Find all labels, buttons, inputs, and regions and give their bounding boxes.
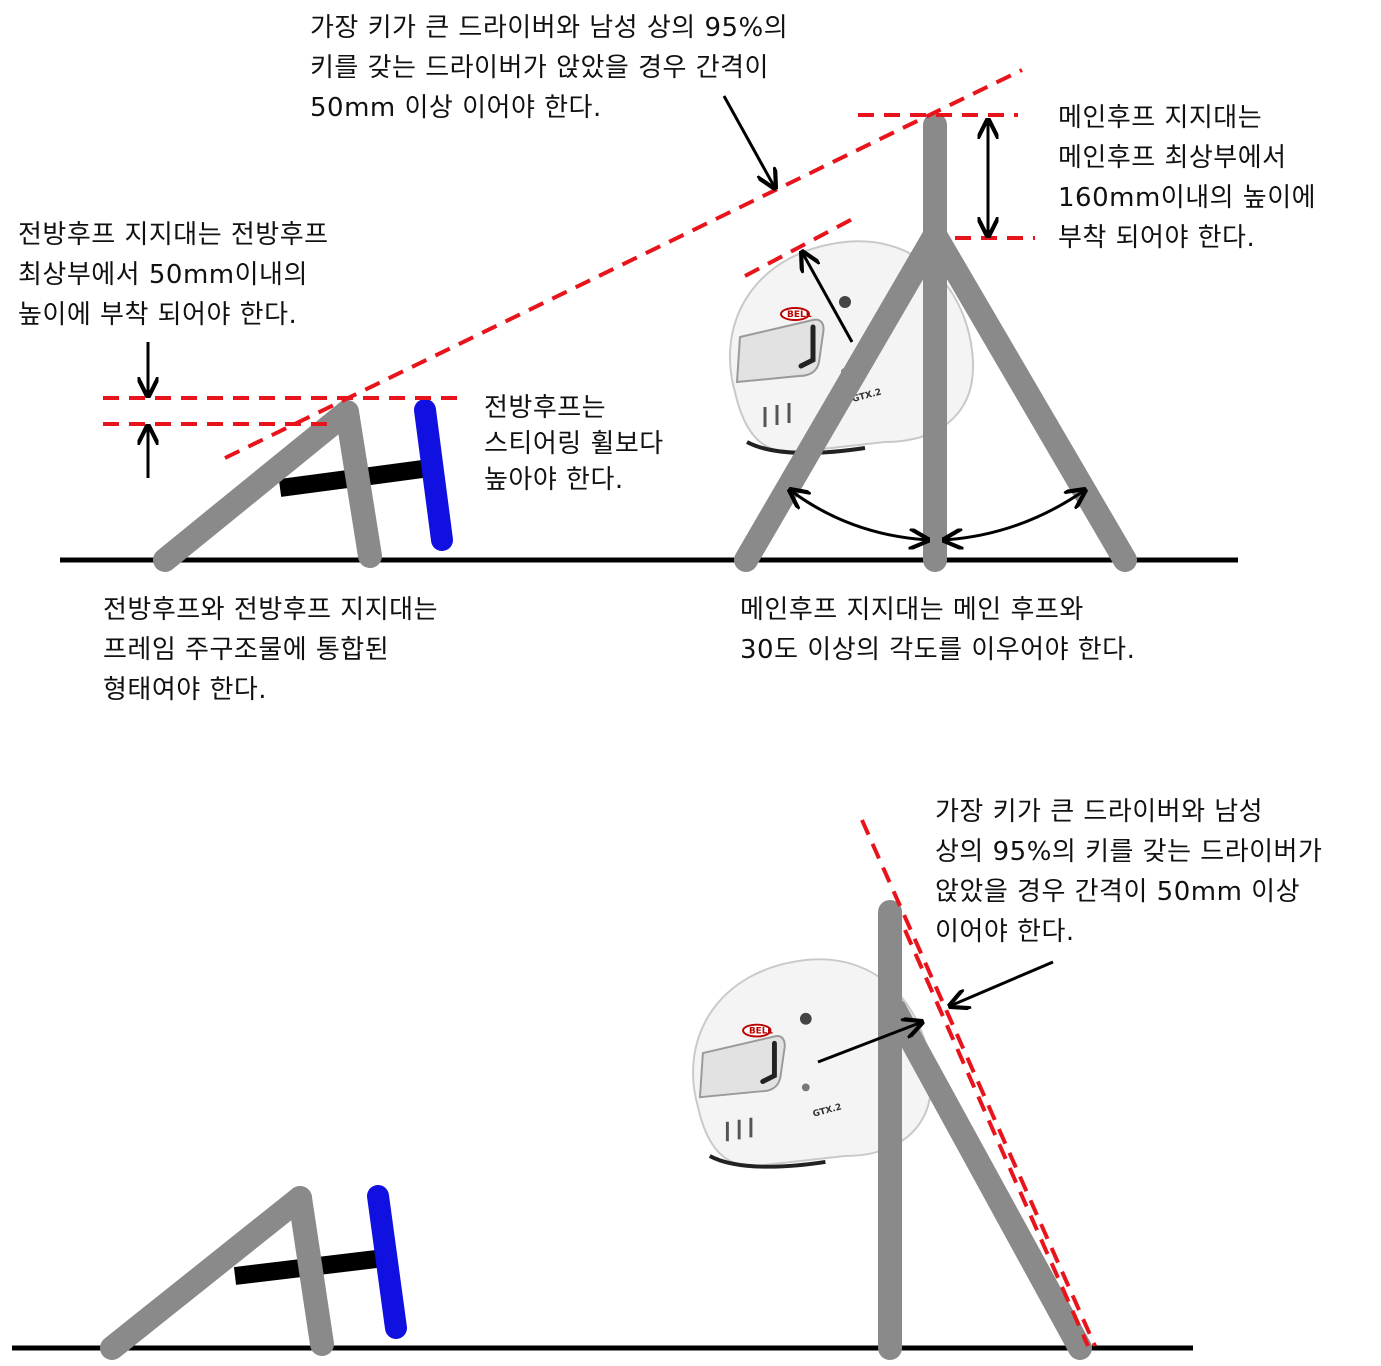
front-hoop-top (153, 399, 453, 572)
main-brace-front (734, 223, 947, 572)
annotation-front-brace-height: 전방후프 지지대는 전방후프 최상부에서 50mm이내의 높이에 부착 되어야 … (18, 220, 329, 330)
front-brace-bottom (100, 1186, 312, 1360)
annotation-shoulder-line-top: 가장 키가 큰 드라이버와 남성 상의 95%의 키를 갖는 드라이버가 앉았을… (310, 13, 789, 123)
front-hoop (335, 400, 382, 568)
top-diagram: BELL GTX.2 (60, 68, 1238, 572)
front-hoop-bottom-bar (288, 1186, 334, 1356)
main-hoop-bottom (878, 900, 1092, 1360)
annotation-main-brace-angle: 메인후프 지지대는 메인 후프와 30도 이상의 각도를 이우어야 한다. (740, 595, 1136, 665)
arrows-bottom (817, 960, 1054, 1064)
helmet-clearance-line (744, 214, 859, 278)
red-dashed-lines-top (103, 68, 1035, 460)
main-hoop-top (734, 113, 1137, 572)
annotation-front-hoop-vs-wheel: 전방후프는 스티어링 휠보다 높아야 한다. (484, 393, 664, 495)
angle-arc-left (790, 490, 928, 540)
helmet-bottom: BELL GTX.2 (693, 959, 931, 1166)
front-brace (153, 400, 359, 572)
arrows-top (148, 95, 1085, 540)
steering-wheel-bottom (367, 1185, 407, 1339)
angle-arc-right (944, 490, 1085, 540)
arrow-to-shoulder-line (722, 95, 775, 188)
shoulder-line-bottom (860, 819, 1097, 1347)
main-brace-rear (923, 223, 1137, 572)
annotation-shoulder-line-bottom: 가장 키가 큰 드라이버와 남성 상의 95%의 키를 갖는 드라이버가 앉았을… (935, 797, 1323, 947)
bottom-diagram: BELL GTX.2 (12, 819, 1193, 1360)
helmet-brand-label: BELL (787, 310, 812, 320)
arrow-to-clearance-line (802, 252, 854, 343)
helmet-brand-label-bottom: BELL (749, 1027, 773, 1037)
helmet-top: BELL GTX.2 (730, 241, 973, 453)
annotation-front-integration: 전방후프와 전방후프 지지대는 프레임 주구조물에 통합된 형태여야 한다. (103, 595, 438, 705)
red-dashed-lines-bottom (860, 819, 1097, 1347)
annotation-main-brace-height: 메인후프 지지대는 메인후프 최상부에서 160mm이내의 높이에 부착 되어야… (1058, 103, 1317, 253)
arrow-to-clearance-line-bottom (817, 1022, 922, 1064)
steering-wheel (414, 399, 453, 551)
front-hoop-bottom (100, 1185, 407, 1360)
main-brace-rear-bottom (883, 998, 1092, 1360)
clearance-line-bottom (903, 929, 1090, 1347)
arrow-to-shoulder-line-bottom (950, 960, 1054, 1006)
shoulder-line (224, 68, 1023, 460)
